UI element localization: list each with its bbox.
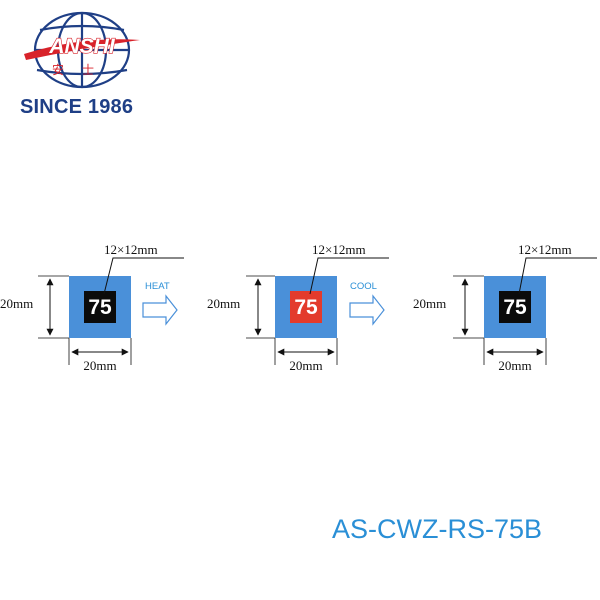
chip-size-label: 12×12mm [518, 242, 572, 257]
right-arrow-icon [349, 294, 385, 326]
height-label: 20mm [413, 296, 446, 311]
height-label: 20mm [0, 296, 33, 311]
temperature-value: 75 [294, 296, 318, 319]
stage-heated: 75 12×12mm 20mm 20mm [207, 242, 389, 373]
logo-brand: ANSHI [48, 35, 116, 58]
heat-label: HEAT [145, 281, 170, 292]
height-label: 20mm [207, 296, 240, 311]
chip-size-label: 12×12mm [312, 242, 366, 257]
cool-transition: COOL [349, 281, 385, 326]
chip-size-label: 12×12mm [104, 242, 158, 257]
chip-leader-line [309, 257, 389, 295]
width-label: 20mm [83, 358, 116, 373]
temperature-window [84, 291, 116, 323]
logo-chinese: 安士 [52, 62, 112, 77]
logo-swoosh [24, 39, 140, 60]
model-code: AS-CWZ-RS-75B [332, 514, 543, 544]
anshi-logo: ANSHI 安士 [24, 11, 140, 89]
globe-icon [33, 11, 131, 89]
chip-leader-line [103, 257, 184, 295]
stage-before-heat: 75 12×12mm 20mm 20mm [0, 242, 184, 373]
label-diagram: 75 12×12mm 20mm 20mm HEAT 75 12×12mm 20m… [0, 242, 597, 373]
temperature-value: 75 [88, 296, 112, 319]
since-text: SINCE 1986 [20, 96, 134, 118]
right-arrow-icon [142, 294, 178, 326]
width-label: 20mm [289, 358, 322, 373]
cool-label: COOL [350, 281, 377, 292]
width-label: 20mm [498, 358, 531, 373]
temperature-value: 75 [503, 296, 527, 319]
stage-cooled: 75 12×12mm 20mm 20mm [413, 242, 597, 373]
heat-transition: HEAT [142, 281, 178, 326]
temperature-window [290, 291, 322, 323]
chip-leader-line [518, 257, 597, 295]
temperature-window [499, 291, 531, 323]
